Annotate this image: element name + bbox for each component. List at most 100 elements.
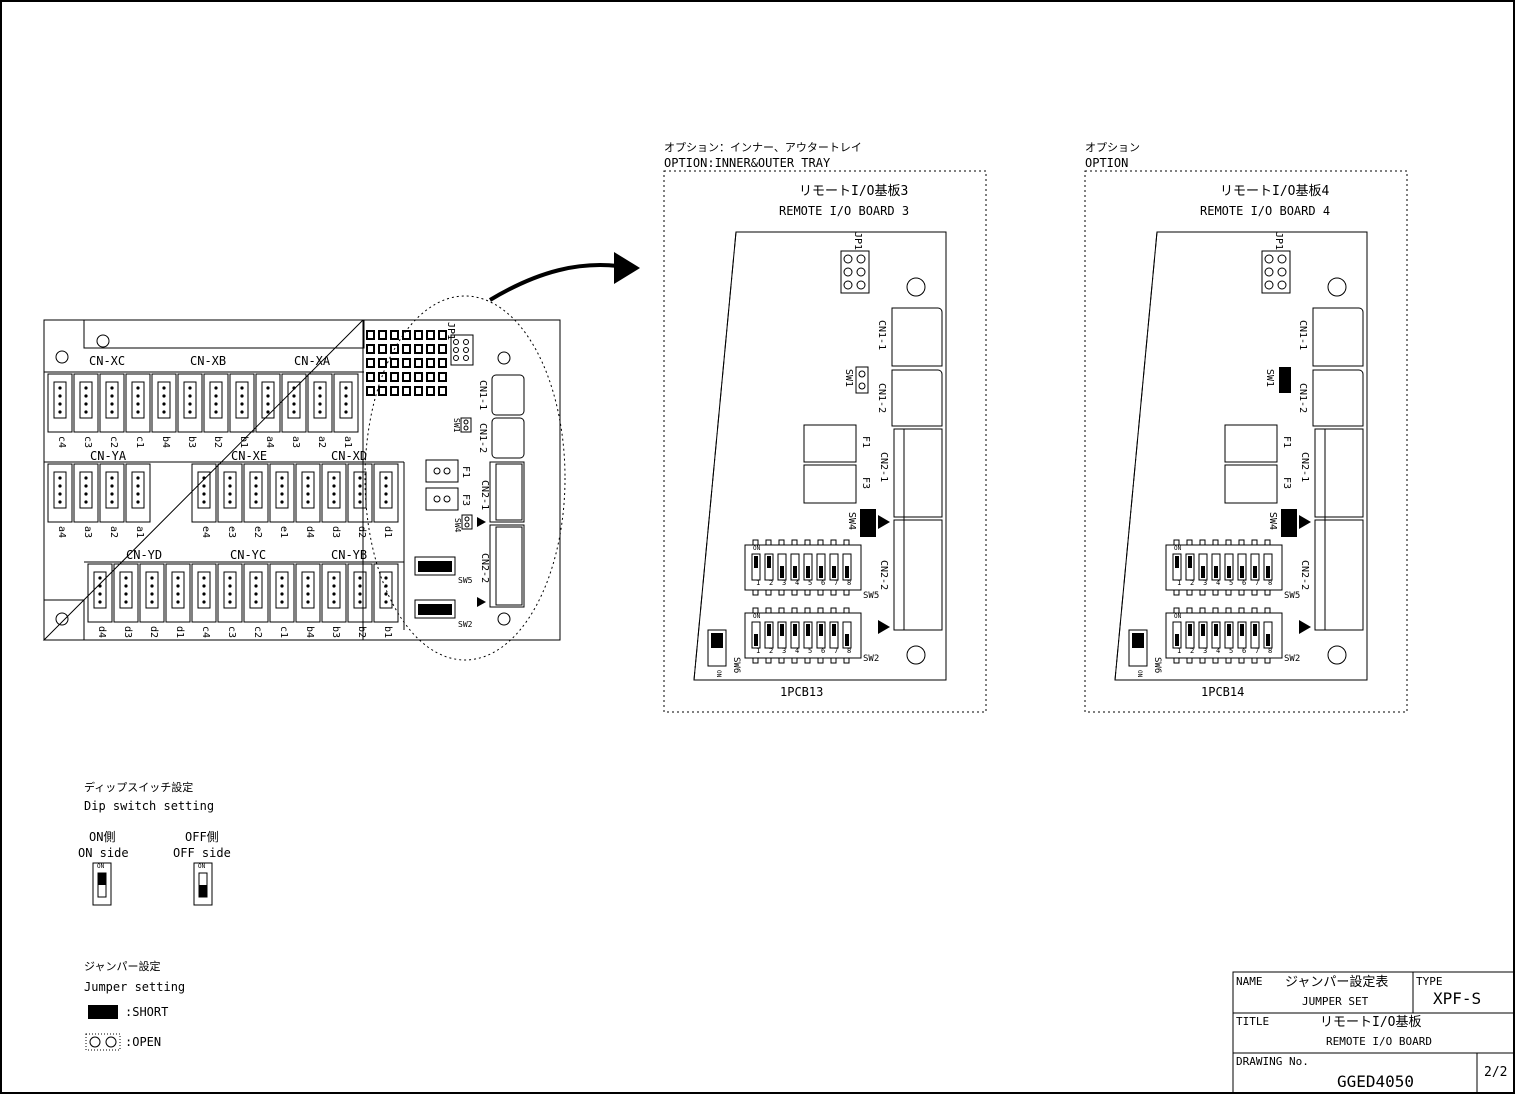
connector-housing — [191, 463, 217, 523]
main-cn1-1-label: CN1-1 — [477, 380, 488, 411]
board4-outline — [1084, 170, 1408, 713]
board3-outline — [663, 170, 987, 713]
pin-label: c2 — [108, 436, 119, 449]
board4-dip5-num: 8 — [1268, 579, 1273, 587]
board3-title-en: REMOTE I/O BOARD 3 — [779, 204, 910, 218]
connector-housing — [125, 463, 151, 523]
tb-name-jp: ジャンパー設定表 — [1285, 975, 1389, 990]
dip-switch-body — [1165, 544, 1283, 591]
board3-dip2-num: 8 — [847, 647, 852, 655]
cn-xb-label: CN-XB — [190, 354, 227, 368]
board3-cn2-2-label: CN2-2 — [878, 560, 889, 591]
main-sw4-label: SW4 — [453, 518, 462, 533]
dip-setting-title-jp: ディップスイッチ設定 — [84, 781, 194, 794]
board3-jp1-label: JP1 — [852, 232, 863, 251]
board4-dip2-num: 6 — [1242, 647, 1247, 655]
tb-name-label: NAME — [1236, 975, 1263, 988]
board3-sw6-on: ON — [715, 670, 722, 678]
connector-housing — [113, 563, 139, 623]
board3-dip2-num: 7 — [834, 647, 839, 655]
pin-label: b4 — [304, 626, 315, 639]
main-sw1-label: SW1 — [452, 418, 461, 433]
board3-f1-label: F1 — [860, 436, 871, 449]
tb-type-label: TYPE — [1416, 975, 1443, 988]
board3-cn1-1-label: CN1-1 — [876, 320, 887, 351]
board4-title-en: REMOTE I/O BOARD 4 — [1200, 204, 1331, 218]
board4-cn2-1-label: CN2-1 — [1299, 452, 1310, 483]
connector-housing — [73, 373, 99, 433]
pin-label: b4 — [160, 436, 171, 449]
board3-dip2-num: 5 — [808, 647, 813, 655]
legend-on-mark-2: ON — [198, 863, 206, 870]
board4-pcb-label: 1PCB14 — [1201, 685, 1245, 699]
pin-label: a4 — [56, 526, 67, 539]
connector-housing — [139, 563, 165, 623]
board4-dip5-num: 2 — [1190, 579, 1195, 587]
board4-dip5-num: 4 — [1216, 579, 1221, 587]
tb-type-value: XPF-S — [1433, 989, 1482, 1008]
pin-label: c4 — [56, 436, 67, 449]
board3-option-en: OPTION:INNER&OUTER TRAY — [664, 156, 831, 170]
board3-dip5-num: 8 — [847, 579, 852, 587]
pin-label: b3 — [186, 436, 197, 449]
pin-label: b1 — [382, 626, 393, 639]
pin-label: c3 — [226, 626, 237, 639]
tb-title-jp: リモートI/O基板 — [1320, 1015, 1422, 1030]
open-label: :OPEN — [125, 1035, 162, 1049]
pin-label: d1 — [382, 526, 393, 539]
board4-dip2-num: 7 — [1255, 647, 1260, 655]
tb-drawing-no: GGED4050 — [1337, 1072, 1415, 1091]
board4-cn1-1-label: CN1-1 — [1297, 320, 1308, 351]
cn-xa-label: CN-XA — [294, 354, 331, 368]
connector-housing — [47, 463, 73, 523]
on-side-en: ON side — [78, 846, 129, 860]
board4-sw1-label: SW1 — [1264, 369, 1275, 388]
pin-label: e3 — [226, 526, 237, 539]
board4-dip5-num: 5 — [1229, 579, 1234, 587]
board3-pcb-label: 1PCB13 — [780, 685, 824, 699]
pin-label: d2 — [148, 626, 159, 639]
cn-yc-label: CN-YC — [230, 548, 267, 562]
main-jp1-label: JP1 — [445, 322, 456, 341]
board3-dip2-num: 6 — [821, 647, 826, 655]
connector-housing — [269, 463, 295, 523]
connector-housing — [321, 463, 347, 523]
off-side-en: OFF side — [173, 846, 231, 860]
connector-housing — [333, 373, 359, 433]
board4-f3-label: F3 — [1281, 477, 1292, 490]
pin-label: d4 — [96, 626, 107, 639]
board4-sw2-label: SW2 — [1284, 654, 1301, 664]
pin-label: e1 — [278, 526, 289, 539]
tb-sheet: 2/2 — [1484, 1065, 1508, 1080]
board4-title-jp: リモートI/O基板4 — [1220, 184, 1330, 199]
board4-sw4-label: SW4 — [1267, 512, 1278, 531]
dip-switch-body — [744, 612, 862, 659]
on-side-jp: ON側 — [89, 830, 116, 844]
connector-housing — [347, 563, 373, 623]
board4-option-jp: オプション — [1085, 141, 1140, 154]
connector-housing — [307, 373, 333, 433]
connector-housing — [281, 373, 307, 433]
connector-housing — [321, 563, 347, 623]
cn-xc-label: CN-XC — [89, 354, 126, 368]
board4-dip2-num: 2 — [1190, 647, 1195, 655]
pin-label: a3 — [290, 436, 301, 449]
board4-dip2-num: 1 — [1177, 647, 1182, 655]
connector-housing — [347, 463, 373, 523]
board3-dip5-num: 5 — [808, 579, 813, 587]
pin-label: d4 — [304, 526, 315, 539]
board4-dip5-on: ON — [1174, 545, 1182, 552]
main-cn1-2-label: CN1-2 — [477, 423, 488, 454]
pin-label: a1 — [134, 526, 145, 539]
board3-dip5-num: 3 — [782, 579, 787, 587]
connector-housing — [151, 373, 177, 433]
board3-dip5-num: 1 — [756, 579, 761, 587]
connector-housing — [87, 563, 113, 623]
connector-housing — [269, 563, 295, 623]
pin-label: e2 — [252, 526, 263, 539]
dip-switch-body — [1165, 612, 1283, 659]
cn-xd-label: CN-XD — [331, 449, 368, 463]
board4-sw6-on: ON — [1136, 670, 1143, 678]
pin-label: b1 — [238, 436, 249, 449]
